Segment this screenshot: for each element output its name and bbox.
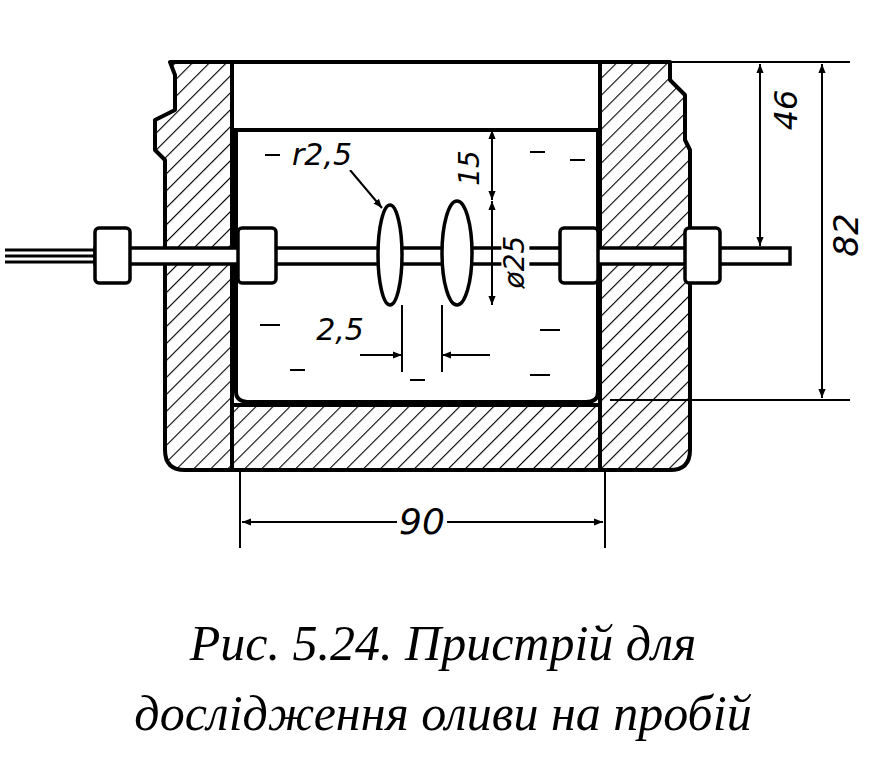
leader-line [350,170,382,208]
extension-line [401,305,403,372]
housing-top [232,60,600,64]
nut [238,228,276,283]
extension-line [604,470,606,548]
extension-line [239,470,241,548]
extension-line [441,305,443,372]
housing-wall [155,62,232,470]
nut [560,228,598,283]
figure-caption: Рис. 5.24. Пристрій для дослідження олив… [93,608,793,748]
dimension-label: 15 [456,148,484,188]
vessel-cavity [236,130,598,402]
dimension-line [491,130,493,200]
dimension-label: 82 [829,211,863,258]
housing-wall [600,62,690,470]
dimension-line [360,354,402,356]
dimension-label: 2,5 [314,315,366,345]
dimension-label: r2,5 [290,140,354,170]
electrode-disc [378,205,402,305]
extension-line [670,61,850,63]
dimension-label: 90 [397,504,447,540]
oil-level [232,128,600,132]
nut [95,228,130,283]
nut [685,228,720,283]
dimension-label: 46 [770,88,802,133]
dimension-line [442,354,490,356]
dimension-label: ø25 [501,234,529,291]
dimension-line [491,201,493,305]
dimension-line [821,64,823,398]
extension-line [465,129,505,131]
housing-floor [232,405,600,470]
extension-line [610,399,850,401]
electrode-disc [442,201,472,305]
dimension-line [759,64,761,246]
